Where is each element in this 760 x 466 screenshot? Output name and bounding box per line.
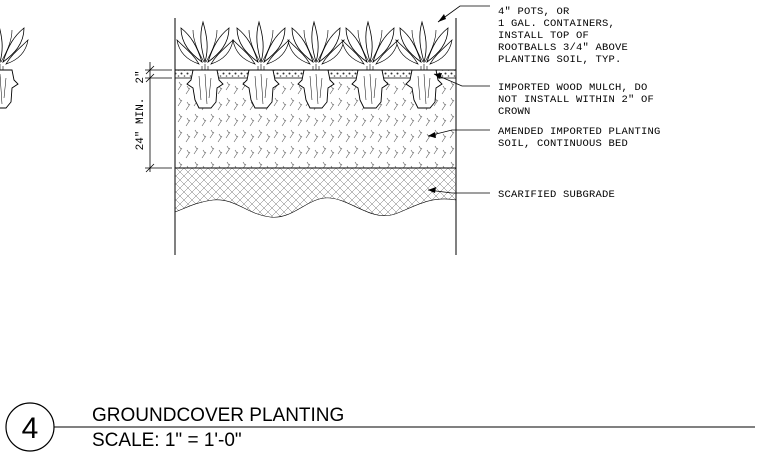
svg-text:IMPORTED WOOD MULCH, DO: IMPORTED WOOD MULCH, DO — [498, 82, 648, 94]
svg-text:4" POTS, OR: 4" POTS, OR — [498, 6, 570, 18]
svg-text:PLANTING SOIL, TYP.: PLANTING SOIL, TYP. — [498, 54, 622, 66]
svg-text:CROWN: CROWN — [498, 106, 531, 118]
soil-callout: AMENDED IMPORTED PLANTING SOIL, CONTINUO… — [498, 126, 661, 150]
svg-text:1 GAL. CONTAINERS,: 1 GAL. CONTAINERS, — [498, 18, 615, 30]
subgrade-callout: SCARIFIED SUBGRADE — [498, 189, 615, 201]
detail-title: GROUNDCOVER PLANTING — [92, 405, 344, 426]
mulch-depth-dim: 2" — [135, 70, 147, 83]
svg-text:SCARIFIED SUBGRADE: SCARIFIED SUBGRADE — [498, 189, 615, 201]
plant-callout: 4" POTS, OR 1 GAL. CONTAINERS, INSTALL T… — [498, 6, 628, 66]
scarified-subgrade — [174, 167, 457, 218]
leaders — [427, 5, 490, 194]
svg-text:SOIL, CONTINUOUS BED: SOIL, CONTINUOUS BED — [498, 138, 628, 150]
detail-scale: SCALE: 1" = 1'-0" — [92, 430, 242, 451]
groundcover-plants — [0, 21, 453, 109]
svg-text:ROOTBALLS 3/4" ABOVE: ROOTBALLS 3/4" ABOVE — [498, 42, 628, 54]
mulch-callout: IMPORTED WOOD MULCH, DO NOT INSTALL WITH… — [498, 82, 654, 118]
dimensions — [145, 62, 172, 173]
svg-text:NOT INSTALL WITHIN 2" OF: NOT INSTALL WITHIN 2" OF — [498, 94, 654, 106]
svg-text:AMENDED IMPORTED PLANTING: AMENDED IMPORTED PLANTING — [498, 126, 661, 138]
groundcover-plant — [0, 27, 29, 109]
soil-depth-dim: 24" MIN. — [135, 98, 147, 151]
detail-number: 4 — [22, 412, 39, 445]
svg-text:INSTALL TOP OF: INSTALL TOP OF — [498, 30, 589, 42]
